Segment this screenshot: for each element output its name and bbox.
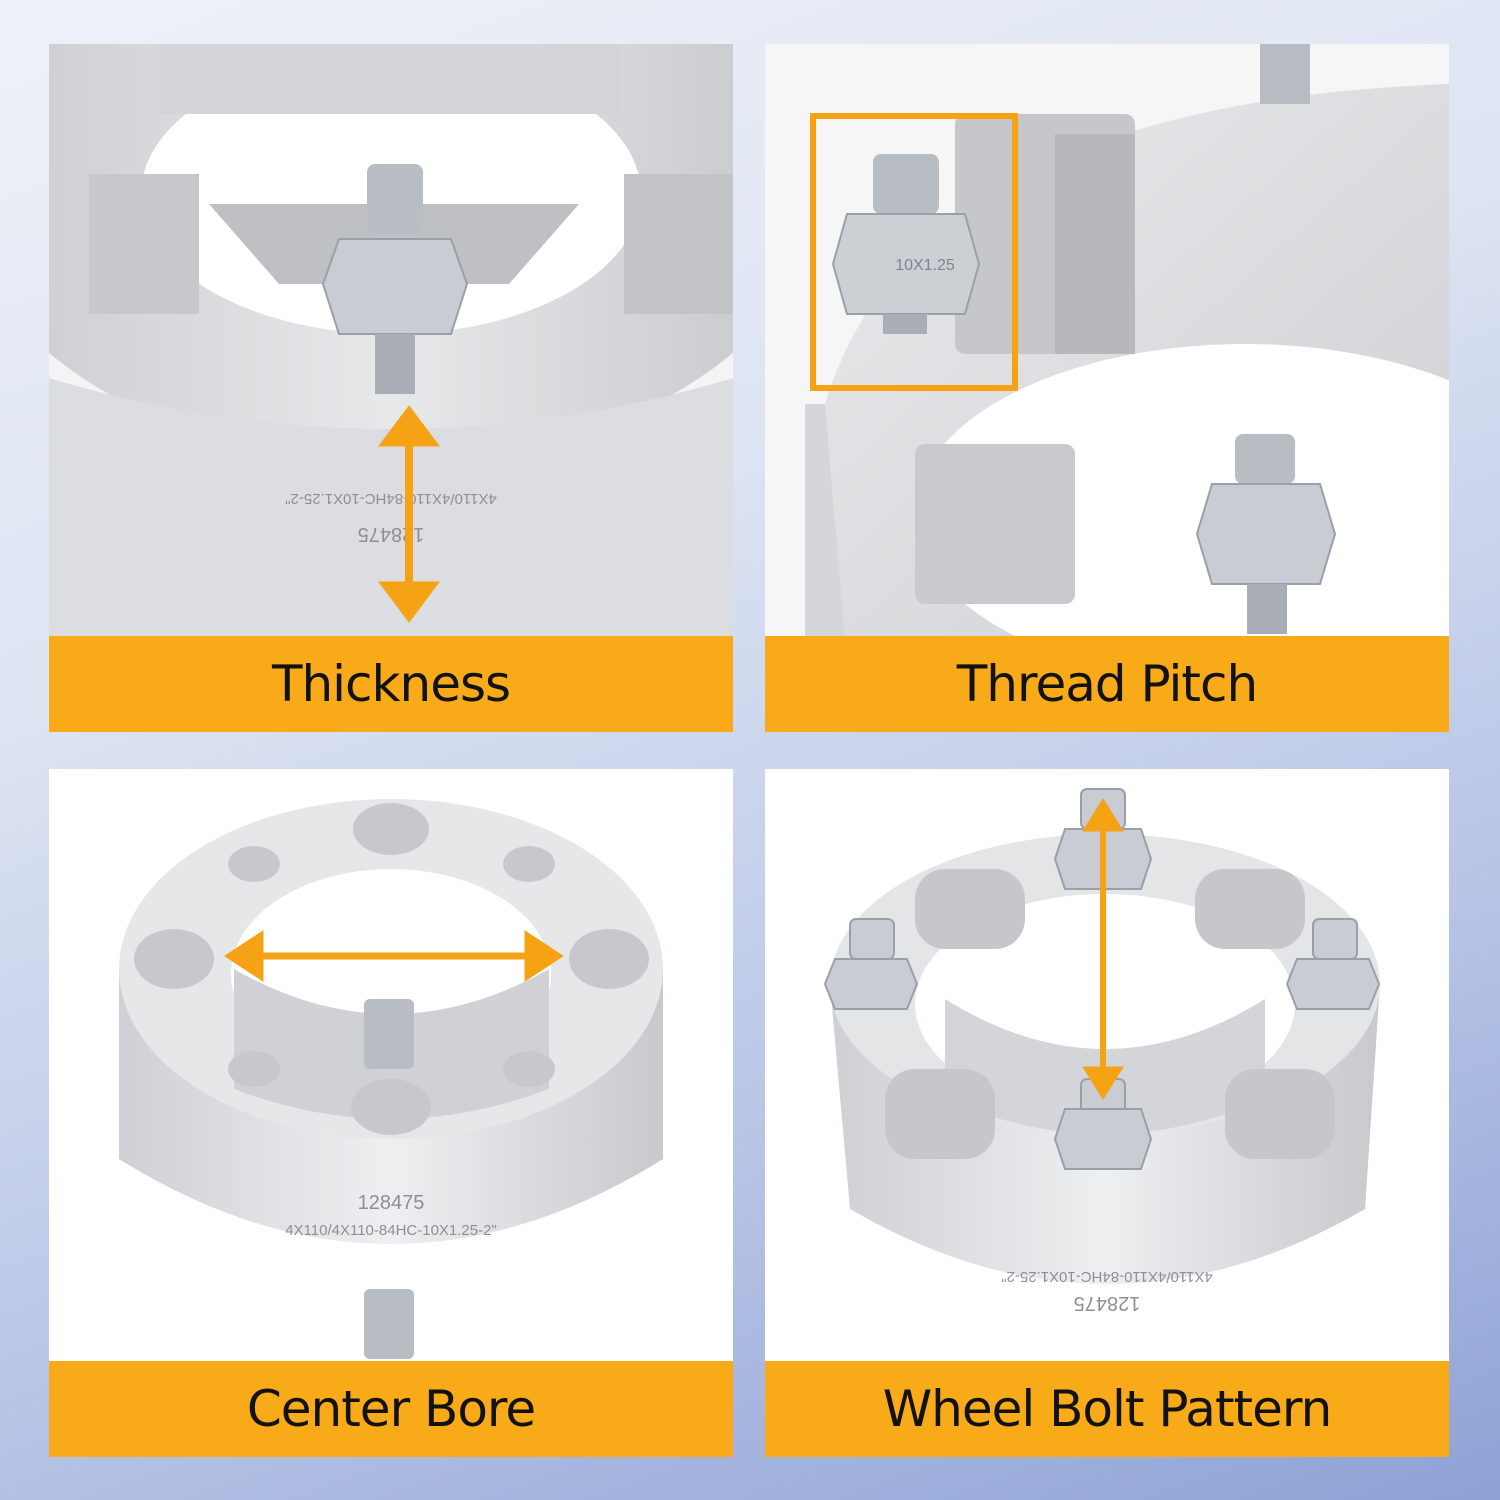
engraving-spec: 4X110/4X110-84HC-10X1.25-2" [285,1222,497,1239]
thickness-panel: 4X110/4X110-84HC-10X1.25-2" 128475 Thick… [49,44,733,732]
center-bore-panel: 128475 4X110/4X110-84HC-10X1.25-2" Cente… [49,769,733,1457]
label-bar: Thread Pitch [765,636,1449,732]
label-bar: Center Bore [49,1361,733,1457]
label-bar: Wheel Bolt Pattern [765,1361,1449,1457]
thread-pitch-panel: 10X1.25 Thread Pitch [765,44,1449,732]
spacer-closeup-thread-image: 10X1.25 [765,44,1449,636]
bolt-pattern-arrow-icon [1082,798,1124,1100]
engraving-spec: 4X110/4X110-84HC-10X1.25-2" [1001,1268,1213,1285]
engraving-part-number: 128475 [358,523,425,545]
bolt-icon [364,1289,414,1359]
panel-label: Wheel Bolt Pattern [882,1380,1333,1438]
engraving-spec: 4X110/4X110-84HC-10X1.25-2" [285,490,497,507]
highlight-box [810,113,1018,391]
engraving-part-number: 128475 [358,1192,425,1214]
hex-nut-icon [321,164,469,394]
panel-label: Thickness [271,655,511,713]
label-bar: Thickness [49,636,733,732]
panel-label: Center Bore [246,1380,536,1438]
spacer-bolt-pattern-image: 4X110/4X110-84HC-10X1.25-2" 128475 [765,769,1449,1361]
wheel-bolt-pattern-panel: 4X110/4X110-84HC-10X1.25-2" 128475 Wheel… [765,769,1449,1457]
hex-nut-icon [823,788,1381,1170]
engraving-part-number: 128475 [1074,1292,1141,1314]
spacer-closeup-thickness-image: 4X110/4X110-84HC-10X1.25-2" 128475 [49,44,733,636]
panel-label: Thread Pitch [956,655,1258,713]
thickness-arrow-icon [378,405,440,623]
bolt-icon [364,999,414,1069]
spacer-center-bore-image: 128475 4X110/4X110-84HC-10X1.25-2" [49,769,733,1361]
nut-thread-marking: 10X1.25 [895,257,955,274]
thread-nut-icon [831,154,981,334]
hex-nut-icon [1195,44,1337,634]
center-bore-arrow-icon [224,930,564,982]
